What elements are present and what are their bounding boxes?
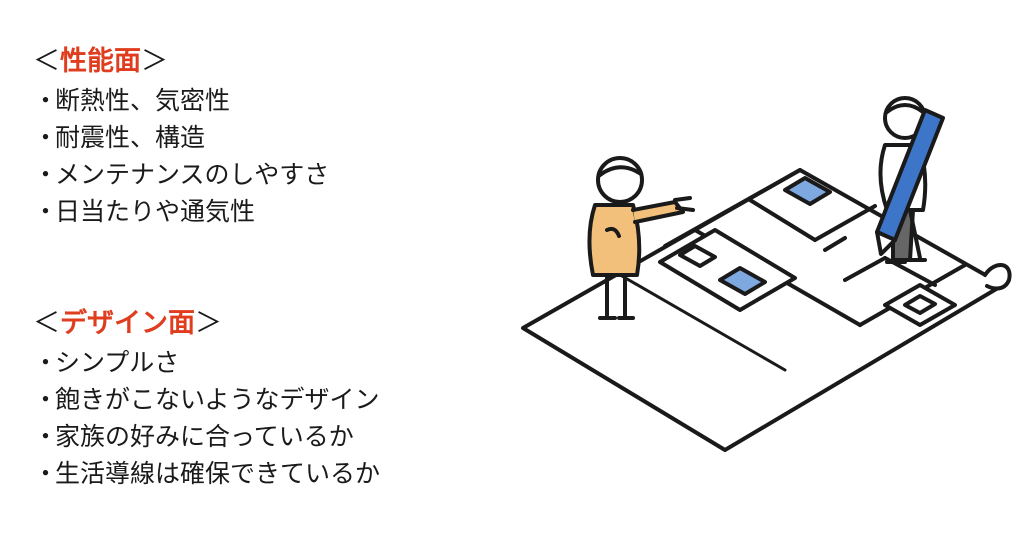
pencil-icon xyxy=(875,108,945,256)
performance-title: 性能面 xyxy=(60,46,141,77)
bracket-open: ＜ xyxy=(33,308,60,339)
floor-plan-illustration xyxy=(521,96,1012,452)
design-section: ＜デザイン面＞ ・シンプルさ ・飽きがこないようなデザイン ・家族の好みに合って… xyxy=(33,306,380,492)
list-item-text: 耐震性、構造 xyxy=(55,123,206,152)
list-item-text: 飽きがこないようなデザイン xyxy=(55,385,380,414)
bullet-icon: ・ xyxy=(33,86,59,115)
list-item: ・メンテナンスのしやすさ xyxy=(33,156,329,193)
design-title: デザイン面 xyxy=(60,308,195,339)
bullet-icon: ・ xyxy=(33,123,59,152)
list-item: ・耐震性、構造 xyxy=(33,119,329,156)
bullet-icon: ・ xyxy=(33,160,59,189)
design-list: ・シンプルさ ・飽きがこないようなデザイン ・家族の好みに合っているか ・生活導… xyxy=(33,344,380,492)
list-item-text: メンテナンスのしやすさ xyxy=(55,160,330,189)
list-item-text: 日当たりや通気性 xyxy=(55,197,256,226)
person-pointing-icon xyxy=(587,156,695,320)
performance-list: ・断熱性、気密性 ・耐震性、構造 ・メンテナンスのしやすさ ・日当たりや通気性 xyxy=(33,82,329,230)
bracket-open: ＜ xyxy=(33,46,60,77)
bullet-icon: ・ xyxy=(33,348,59,377)
list-item: ・日当たりや通気性 xyxy=(33,193,329,230)
performance-heading: ＜性能面＞ xyxy=(33,44,329,80)
window-icon xyxy=(678,176,937,315)
list-item-text: 生活導線は確保できているか xyxy=(55,459,381,488)
list-item: ・生活導線は確保できているか xyxy=(33,455,380,492)
performance-section: ＜性能面＞ ・断熱性、気密性 ・耐震性、構造 ・メンテナンスのしやすさ ・日当た… xyxy=(33,44,329,230)
bullet-icon: ・ xyxy=(33,422,59,451)
bullet-icon: ・ xyxy=(33,197,59,226)
list-item-text: 断熱性、気密性 xyxy=(55,86,231,115)
list-item: ・断熱性、気密性 xyxy=(33,82,329,119)
bullet-icon: ・ xyxy=(33,459,59,488)
bullet-icon: ・ xyxy=(33,385,59,414)
bracket-close: ＞ xyxy=(195,308,222,339)
list-item: ・飽きがこないようなデザイン xyxy=(33,381,380,418)
list-item: ・シンプルさ xyxy=(33,344,380,381)
list-item-text: シンプルさ xyxy=(55,348,180,377)
person-pencil-icon xyxy=(875,96,945,264)
bracket-close: ＞ xyxy=(141,46,168,77)
list-item-text: 家族の好みに合っているか xyxy=(55,422,354,451)
list-item: ・家族の好みに合っているか xyxy=(33,418,380,455)
design-heading: ＜デザイン面＞ xyxy=(33,306,380,342)
